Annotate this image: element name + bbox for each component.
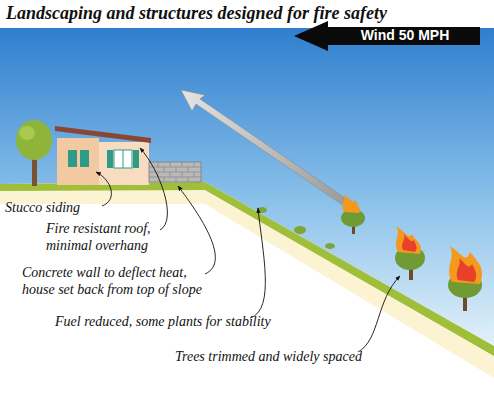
callout-label: Concrete wall to deflect heat, house set…	[22, 264, 222, 298]
callout-label: Fire resistant roof, minimal overhang	[46, 220, 186, 254]
callout-label: Fuel reduced, some plants for stability	[55, 313, 271, 330]
tree-canopy	[16, 120, 52, 160]
tree-canopy	[19, 126, 35, 140]
house-shutter	[80, 150, 89, 167]
leader-line	[140, 148, 167, 230]
diagram-title: Landscaping and structures designed for …	[6, 3, 387, 24]
wind-label: Wind 50 MPH	[334, 26, 476, 44]
flame	[457, 258, 476, 282]
house-shutter	[133, 150, 139, 168]
house-roof	[55, 126, 151, 143]
heat-arrow	[181, 90, 348, 206]
callout-label: Stucco siding	[5, 199, 80, 216]
house-wall	[99, 142, 149, 185]
house-window	[114, 150, 132, 168]
leader-line	[250, 208, 265, 318]
concrete-wall	[149, 162, 201, 182]
wall-blocks	[149, 162, 201, 182]
flame	[449, 246, 482, 284]
leader-line	[178, 186, 215, 274]
grass-surface	[0, 182, 494, 356]
flame	[343, 194, 360, 213]
shrub	[294, 226, 306, 234]
callout-label: Trees trimmed and widely spaced	[175, 348, 362, 365]
window-bar	[123, 150, 124, 168]
house-wall	[57, 138, 99, 185]
house-shutter	[68, 150, 77, 167]
ground-earth	[0, 188, 494, 378]
leader-line	[96, 172, 111, 206]
flame	[402, 234, 416, 252]
flame	[396, 226, 421, 254]
shrub	[325, 243, 335, 249]
wind-arrow: Wind 50 MPH	[294, 21, 480, 51]
arrow-body	[294, 21, 480, 51]
leader-line	[358, 276, 400, 352]
house-shutter	[107, 150, 113, 168]
